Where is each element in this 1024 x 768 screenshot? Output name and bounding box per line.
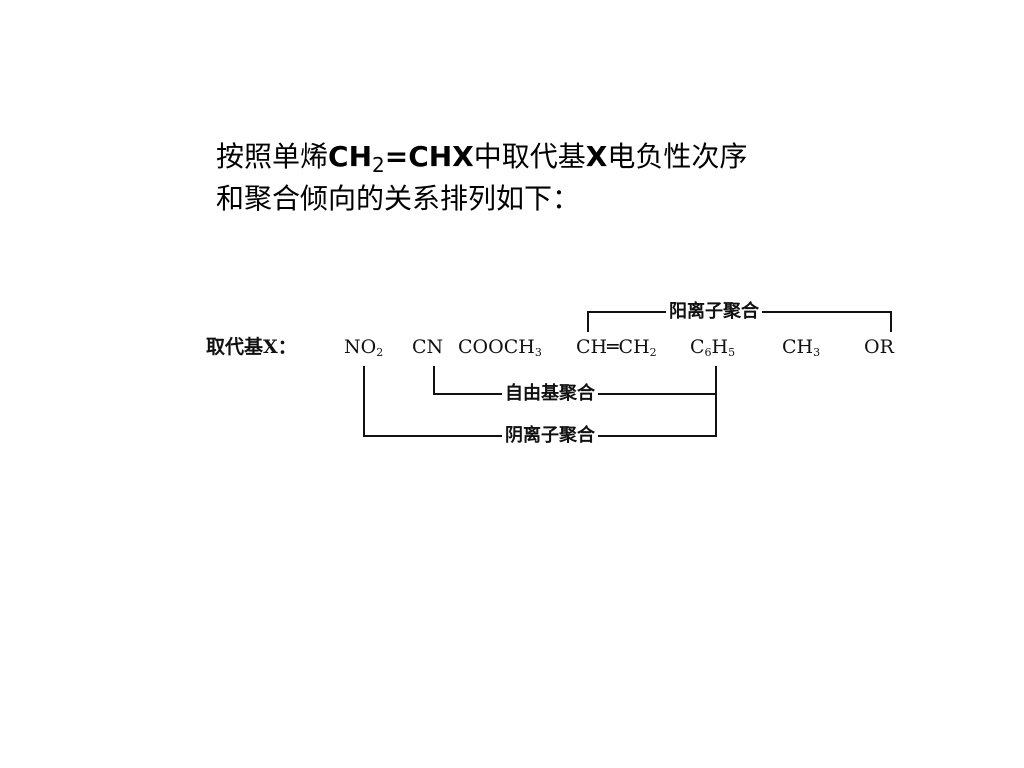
anionic-label: 阴离子聚合	[502, 425, 598, 447]
substituent-cooch3: COOCH3	[458, 336, 542, 359]
heading-line-2: 和聚合倾向的关系排列如下：	[216, 182, 581, 215]
substituent-no2: NO2	[344, 336, 384, 359]
heading: 按照单烯CH2=CHX中取代基X电负性次序 和聚合倾向的关系排列如下：	[216, 136, 936, 220]
row-label: 取代基X：	[206, 336, 297, 358]
substituent-c6h5: C6H5	[690, 336, 736, 359]
heading-formula-ch: CH	[328, 140, 372, 173]
heading-text-c: 电负性次序	[607, 140, 748, 173]
substituent-ch3: CH3	[782, 336, 821, 359]
radical-label: 自由基聚合	[502, 383, 598, 405]
substituent-cn: CN	[412, 336, 444, 358]
substituent-or: OR	[864, 336, 894, 358]
substituent-diagram: 取代基X： NO2 CN COOCH3 CH═CH2 C6H5 CH3 OR 阳…	[196, 292, 916, 462]
heading-text-a: 按照单烯	[216, 140, 329, 173]
heading-formula-chx: =CHX	[384, 140, 474, 173]
substituent-vinyl: CH═CH2	[576, 336, 657, 359]
cationic-label: 阳离子聚合	[666, 301, 762, 323]
heading-text-b: 中取代基	[473, 140, 586, 173]
heading-x: X	[585, 140, 608, 173]
heading-line-1: 按照单烯CH2=CHX中取代基X电负性次序	[216, 136, 936, 178]
heading-formula-sub: 2	[372, 153, 385, 177]
